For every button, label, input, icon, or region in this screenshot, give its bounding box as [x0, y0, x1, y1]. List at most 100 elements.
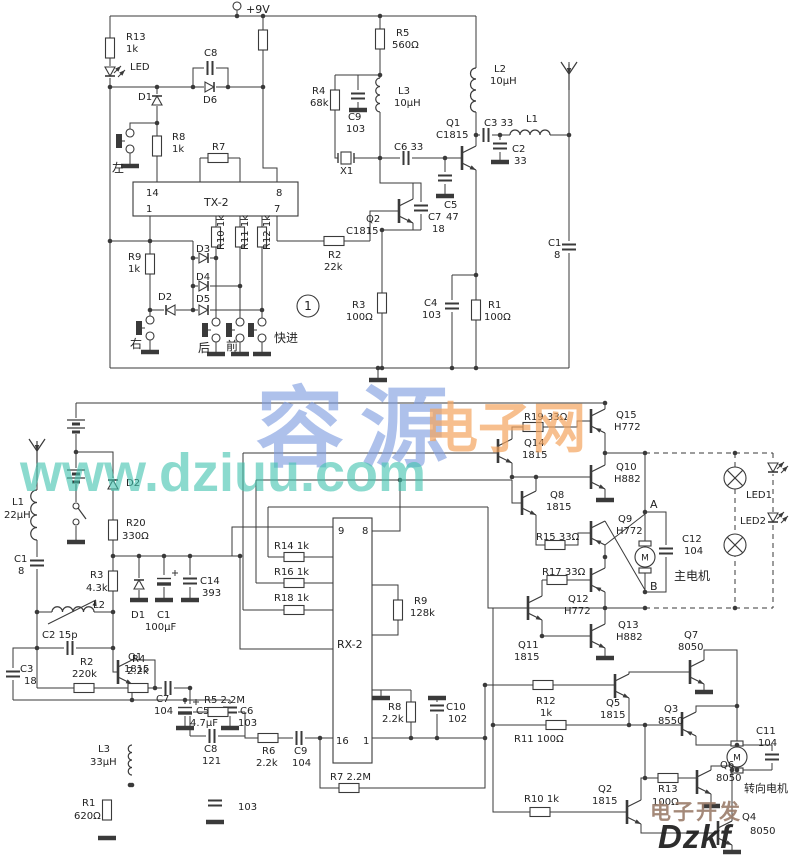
- component-label: R17 33Ω: [542, 567, 586, 578]
- component-label: H882: [614, 474, 641, 485]
- resistor: [257, 29, 269, 51]
- pushbutton-symbol: [211, 317, 221, 327]
- component-label: R7: [212, 142, 225, 153]
- junction-dot: [147, 307, 153, 313]
- component-label: 1: [146, 204, 152, 215]
- resistor: [283, 577, 305, 589]
- resistor: [207, 706, 229, 718]
- junction-dot: [152, 685, 158, 691]
- component-label: C8: [204, 48, 217, 59]
- pushbutton-actuator: [202, 323, 208, 337]
- component-label: 9: [338, 526, 344, 537]
- junction-dot: [190, 307, 196, 313]
- pnp-arrow: [595, 587, 602, 592]
- component-label: 620Ω: [74, 811, 101, 822]
- wire-gap: [469, 68, 477, 112]
- junction-dot: [182, 697, 188, 703]
- resistor: [522, 421, 544, 433]
- component-label: 10µH: [394, 98, 421, 109]
- motor-symbol: [634, 546, 656, 568]
- component-label: 128k: [410, 608, 435, 619]
- wire: [695, 736, 737, 746]
- antenna-symbol: [560, 61, 570, 75]
- component-label: 100Ω: [346, 312, 373, 323]
- transistor-collector: [590, 464, 606, 473]
- diode-symbol: [107, 478, 119, 490]
- junction-dot: [473, 365, 479, 371]
- component-label: 393: [202, 588, 221, 599]
- component-label: +9V: [246, 3, 270, 16]
- transistor-collector: [696, 769, 712, 778]
- resistor: [323, 235, 345, 247]
- junction-dot: [375, 365, 381, 371]
- diode-symbol: [198, 280, 210, 292]
- component-label: C2 15p: [42, 630, 78, 641]
- wire-gap: [510, 128, 550, 136]
- component-label: 103: [238, 718, 257, 729]
- wire-gap: [30, 490, 38, 540]
- npn-arrow: [598, 484, 605, 489]
- component-label: C3 33: [484, 118, 513, 129]
- wire: [604, 513, 646, 546]
- motor-brush: [638, 567, 652, 574]
- wire: [129, 122, 157, 129]
- component-label: D3: [196, 244, 210, 255]
- switch-symbol: [72, 518, 80, 526]
- component-label: L3: [98, 744, 110, 755]
- inductor-coil: [509, 129, 551, 136]
- component-label: 10µH: [490, 76, 517, 87]
- junction-dot: [34, 645, 40, 651]
- transistor-collector: [527, 595, 543, 604]
- component-label: Q10: [616, 462, 637, 473]
- component-label: R9: [128, 252, 141, 263]
- npn-arrow: [535, 615, 542, 620]
- resistor: [127, 682, 149, 694]
- component-label: 33: [514, 156, 527, 167]
- component-label: Q15: [616, 410, 637, 421]
- component-label: 1815: [522, 450, 547, 461]
- antenna-symbol: [34, 445, 40, 451]
- component-label: 220k: [72, 669, 97, 680]
- component-label: RX-2: [337, 638, 363, 651]
- junction-dot: [473, 272, 479, 278]
- component-label: R13: [126, 32, 146, 43]
- wire-gap: [206, 728, 218, 744]
- pushbutton-symbol: [235, 317, 245, 327]
- lamp-cross: [726, 469, 744, 487]
- component-label: TX-2: [203, 196, 229, 209]
- junction-dot: [642, 589, 648, 595]
- component-label: L2: [494, 64, 506, 75]
- transistor-collector: [717, 820, 733, 829]
- component-label: L3: [398, 86, 410, 97]
- component-label: C6: [240, 706, 253, 717]
- component-label: 左: [112, 160, 124, 175]
- pnp-arrow: [686, 731, 693, 736]
- trimmer-arrow: [47, 599, 97, 625]
- component-label: D2: [126, 478, 140, 489]
- component-label: 104: [292, 758, 311, 769]
- junction-dot: [533, 474, 539, 480]
- npn-arrow: [505, 458, 512, 463]
- led-symbol: [767, 462, 779, 474]
- wire-gap: [492, 140, 508, 152]
- component-label: Q12: [568, 594, 589, 605]
- pnp-arrow: [595, 428, 602, 433]
- pushbutton-symbol: [211, 333, 221, 343]
- component-label: C1815: [436, 130, 468, 141]
- resistor: [338, 782, 360, 794]
- component-label: 1815: [600, 710, 625, 721]
- npn-arrow: [529, 510, 536, 515]
- resistor: [376, 292, 388, 314]
- junction-dot: [107, 84, 113, 90]
- component-label: Q5: [606, 698, 620, 709]
- chip-RX-2: [332, 517, 373, 764]
- wire-gap: [373, 78, 381, 112]
- component-label: R2: [80, 657, 93, 668]
- component-label: C12: [682, 534, 702, 545]
- pnp-arrow: [595, 540, 602, 545]
- lamp-cross: [726, 536, 744, 554]
- wire: [535, 515, 591, 546]
- junction-dot: [449, 365, 455, 371]
- led-arrow: [778, 512, 784, 518]
- component-label: R5: [396, 28, 409, 39]
